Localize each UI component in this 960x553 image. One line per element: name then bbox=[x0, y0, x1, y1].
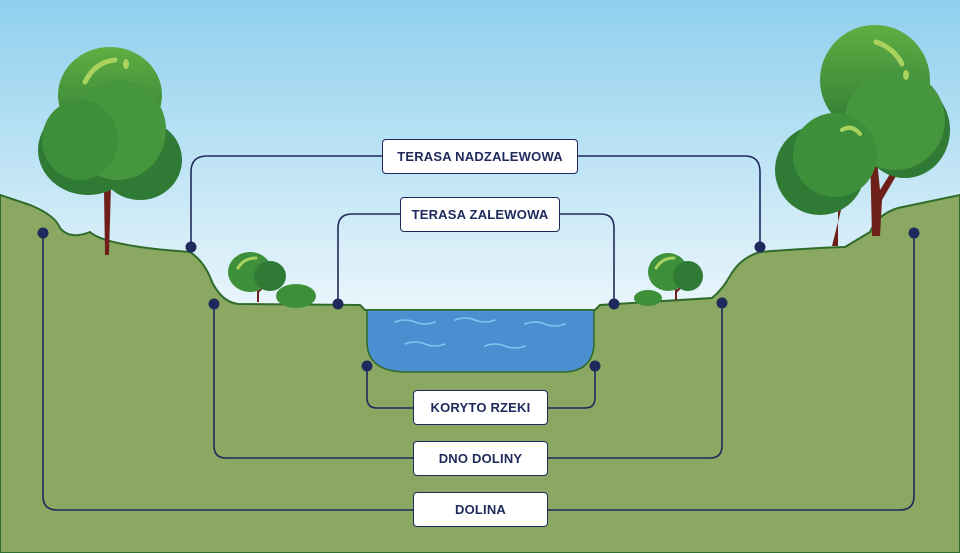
line-terasa-nadzalewowa bbox=[190, 155, 761, 247]
line-koryto-rzeki bbox=[366, 366, 596, 409]
ground bbox=[0, 193, 960, 553]
label-dolina: DOLINA bbox=[413, 492, 548, 527]
label-terasa-zalewowa-text: TERASA ZALEWOWA bbox=[411, 207, 549, 222]
line-dno-doliny bbox=[213, 303, 723, 459]
bush-left bbox=[228, 252, 316, 308]
tree-right bbox=[775, 25, 950, 246]
label-terasa-zalewowa: TERASA ZALEWOWA bbox=[400, 197, 560, 232]
label-terasa-nadzalewowa-text: TERASA NADZALEWOWA bbox=[397, 149, 563, 164]
line-terasa-zalewowa bbox=[337, 213, 615, 304]
label-koryto-rzeki-text: KORYTO RZEKI bbox=[430, 400, 531, 415]
endpoint-dots bbox=[37, 227, 920, 372]
label-dno-doliny: DNO DOLINY bbox=[413, 441, 548, 476]
line-dolina bbox=[42, 233, 915, 511]
river-water bbox=[366, 309, 595, 373]
water-waves bbox=[394, 317, 566, 349]
tree-left bbox=[38, 47, 182, 255]
bush-right bbox=[634, 253, 703, 306]
label-dno-doliny-text: DNO DOLINY bbox=[438, 451, 523, 466]
label-dolina-text: DOLINA bbox=[454, 502, 507, 517]
label-koryto-rzeki: KORYTO RZEKI bbox=[413, 390, 548, 425]
label-terasa-nadzalewowa: TERASA NADZALEWOWA bbox=[382, 139, 578, 174]
